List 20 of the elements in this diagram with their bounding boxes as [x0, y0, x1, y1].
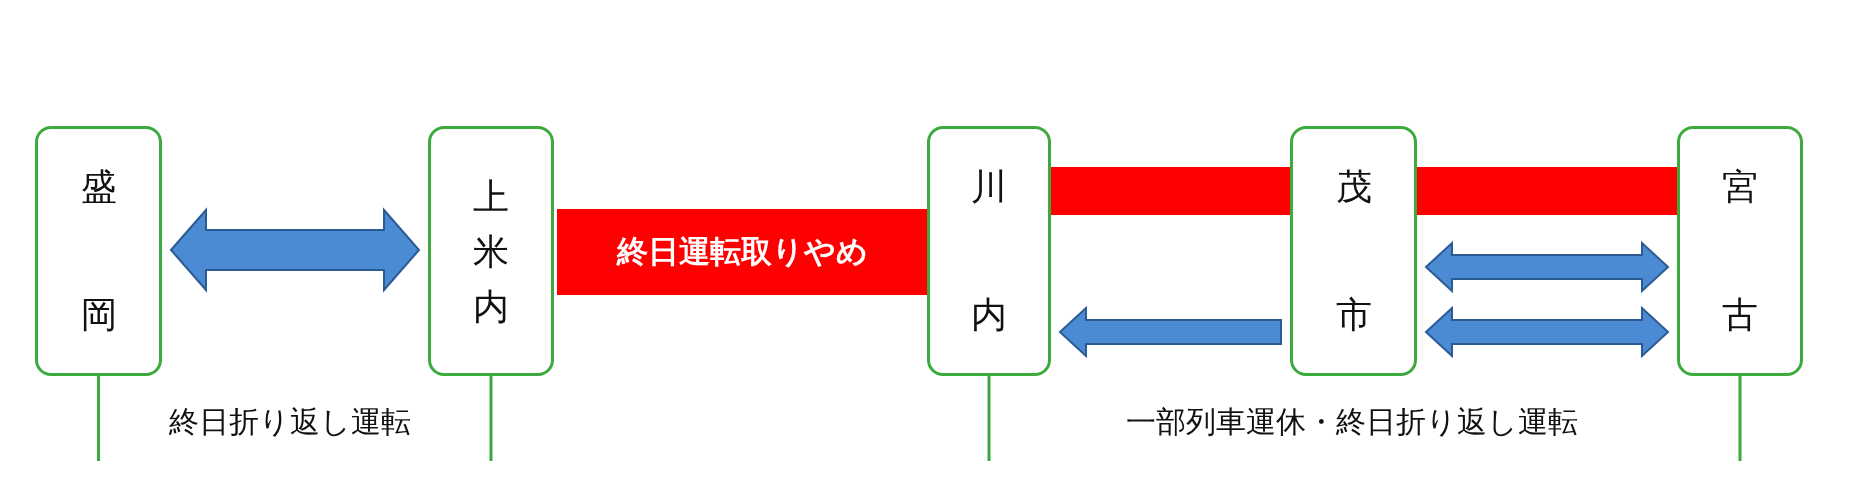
station-box — [35, 126, 162, 376]
station-name: 宮古 — [1722, 165, 1758, 337]
line-band — [1417, 167, 1677, 215]
station-box — [927, 126, 1051, 376]
section-note: 終日折り返し運転 — [169, 402, 411, 441]
double-arrow — [1424, 305, 1670, 359]
band-label: 終日運転取りやめ — [616, 232, 868, 271]
double-arrow — [169, 207, 421, 293]
line-band — [1051, 167, 1290, 215]
section-note: 一部列車運休・終日折り返し運転 — [1126, 402, 1578, 441]
station-name: 盛岡 — [80, 165, 117, 337]
double-arrow — [1424, 240, 1670, 294]
station-box — [1290, 126, 1417, 376]
station-box — [1677, 126, 1803, 376]
station-name: 川内 — [971, 165, 1007, 337]
station-name: 茂市 — [1335, 165, 1372, 337]
station-box — [428, 126, 554, 376]
arrow — [1058, 305, 1282, 359]
station-name: 上米内 — [473, 174, 509, 329]
status-band — [557, 209, 927, 295]
